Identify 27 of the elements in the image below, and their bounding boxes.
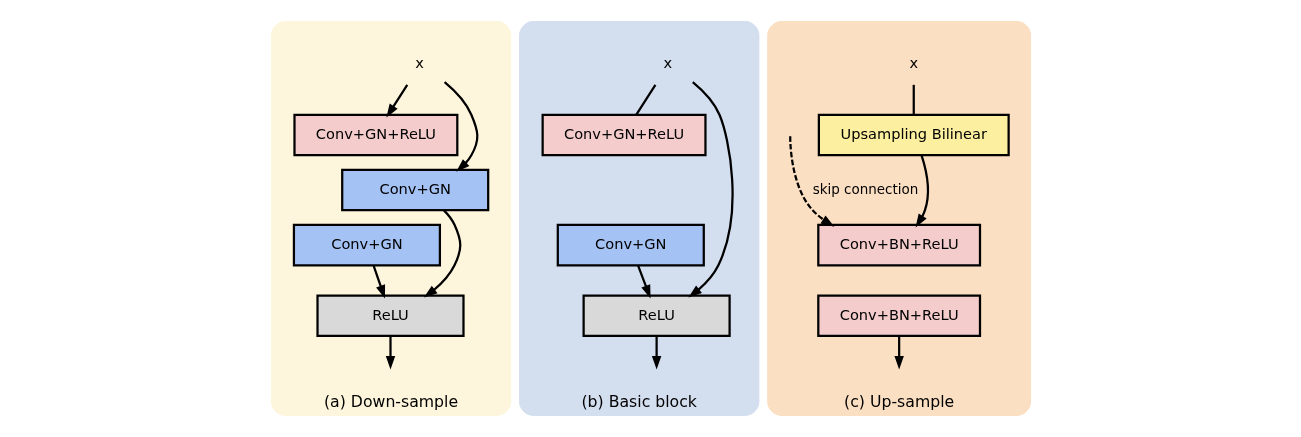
arrow (915, 155, 929, 228)
arrow (893, 336, 904, 370)
node-box: ReLU (315, 294, 465, 338)
arrow (385, 84, 408, 118)
node-box: Conv+GN (292, 223, 441, 267)
connector (634, 84, 656, 116)
arrow (443, 81, 478, 172)
arrow (423, 209, 461, 298)
node-box: Upsampling Bilinear (817, 113, 1010, 157)
edge-label: skip connection (812, 180, 918, 197)
node-box: Conv+BN+ReLU (816, 294, 981, 338)
connector (912, 84, 915, 115)
node-box: ReLU (582, 294, 731, 338)
node-box: Conv+GN+ReLU (541, 113, 707, 157)
arrow (788, 136, 834, 227)
arrow (636, 265, 651, 299)
arrow (651, 336, 661, 370)
arrow (687, 81, 734, 298)
arrow (385, 336, 395, 370)
node-box: Conv+BN+ReLU (816, 223, 981, 267)
node-text: x (663, 54, 672, 72)
arrow (372, 265, 385, 299)
node-box: Conv+GN (556, 223, 705, 267)
node-text: x (414, 54, 424, 72)
node-text: x (908, 54, 918, 72)
node-box: Conv+GN+ReLU (292, 113, 458, 157)
node-box: Conv+GN (340, 168, 489, 212)
